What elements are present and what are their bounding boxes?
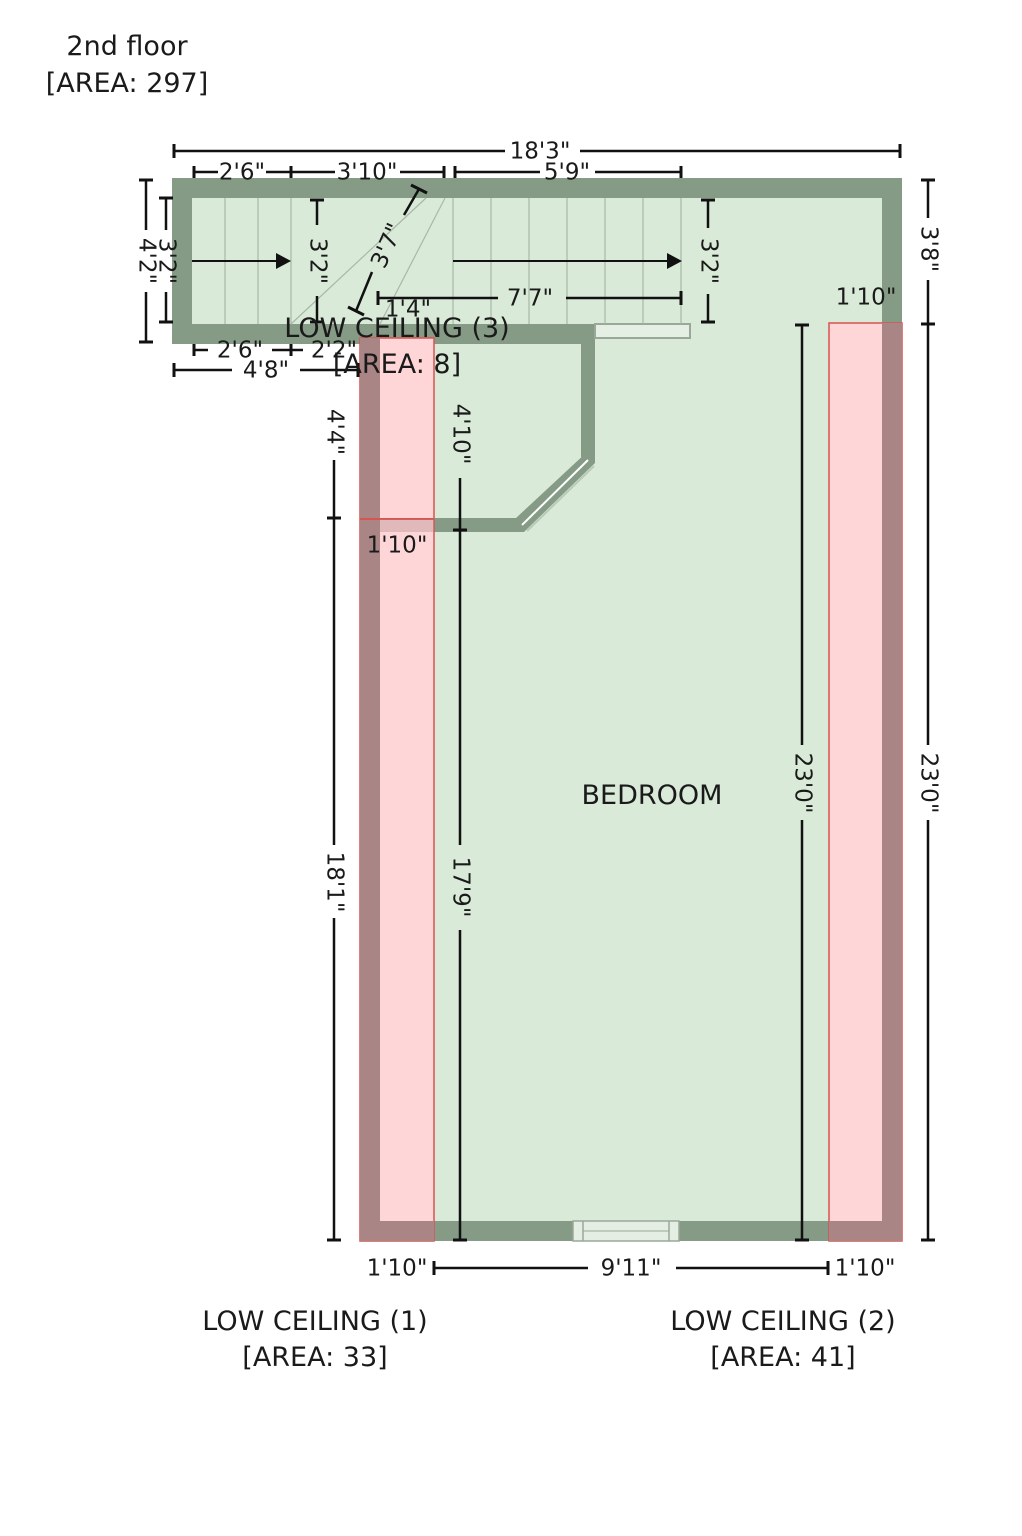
- low-ceiling-1-zone: [359, 337, 435, 1242]
- stair-rail: [594, 323, 691, 339]
- dim-stair-small: 1'4": [385, 297, 431, 323]
- dim-stair-bottom-mid: 2'2": [311, 338, 357, 364]
- dim-stair-top-right: 5'9": [544, 160, 590, 186]
- dim-stair-left-outer: 4'2": [134, 238, 160, 284]
- dim-overall-top: 18'3": [510, 139, 571, 165]
- dim-right-overall: 23'0": [916, 753, 942, 814]
- dim-inner-upper: 4'10": [448, 404, 474, 465]
- bedroom-label: BEDROOM: [582, 780, 723, 811]
- floor-area: [AREA: 297]: [46, 68, 209, 99]
- dim-stair-right: 3'2": [696, 238, 722, 284]
- low-ceiling-3-label: LOW CEILING (3): [284, 313, 509, 344]
- door-opening: [521, 459, 589, 526]
- dim-stair-top-mid: 3'10": [337, 160, 398, 186]
- low-ceiling-2-zone: [828, 322, 903, 1242]
- dim-bottom-mid: 9'11": [601, 1256, 662, 1282]
- stair-arrows: [192, 253, 682, 269]
- dim-stair-run: 7'7": [507, 286, 553, 312]
- dimension-lines: [139, 144, 935, 1275]
- dim-stair-bottom-overall: 4'8": [243, 358, 289, 384]
- floor-name: 2nd floor: [66, 31, 188, 62]
- low-ceiling-1-area: [AREA: 33]: [242, 1342, 387, 1373]
- dim-left-upper: 4'4": [322, 409, 348, 455]
- dim-bedroom-height: 23'0": [790, 753, 816, 814]
- dim-right-wing-width: 1'10": [836, 285, 897, 311]
- dim-stair-top-left: 2'6": [219, 160, 265, 186]
- dim-stair-mid: 3'2": [305, 238, 331, 284]
- low-ceiling-3-area: [AREA: 8]: [333, 349, 461, 380]
- bedroom-floor: [360, 323, 902, 1241]
- low-ceiling-2-area: [AREA: 41]: [710, 1342, 855, 1373]
- dim-stair-bottom-left: 2'6": [217, 338, 263, 364]
- low-ceiling-1-label: LOW CEILING (1): [202, 1306, 427, 1337]
- dim-right-top: 3'8": [916, 226, 942, 272]
- dim-inner-lower: 17'9": [448, 857, 474, 918]
- low-ceiling-2-label: LOW CEILING (2): [670, 1306, 895, 1337]
- dim-left-lower: 18'1": [322, 852, 348, 913]
- dim-left-wing-width: 1'10": [367, 533, 428, 559]
- stair-winder: [290, 197, 446, 325]
- dim-bottom-left: 1'10": [367, 1256, 428, 1282]
- door-opening-edge: [526, 465, 595, 532]
- dim-bottom-right: 1'10": [835, 1256, 896, 1282]
- window: [572, 1220, 680, 1242]
- low-ceiling-3-zone: [362, 338, 380, 358]
- dim-stair-left-inner: 3'2": [154, 238, 180, 284]
